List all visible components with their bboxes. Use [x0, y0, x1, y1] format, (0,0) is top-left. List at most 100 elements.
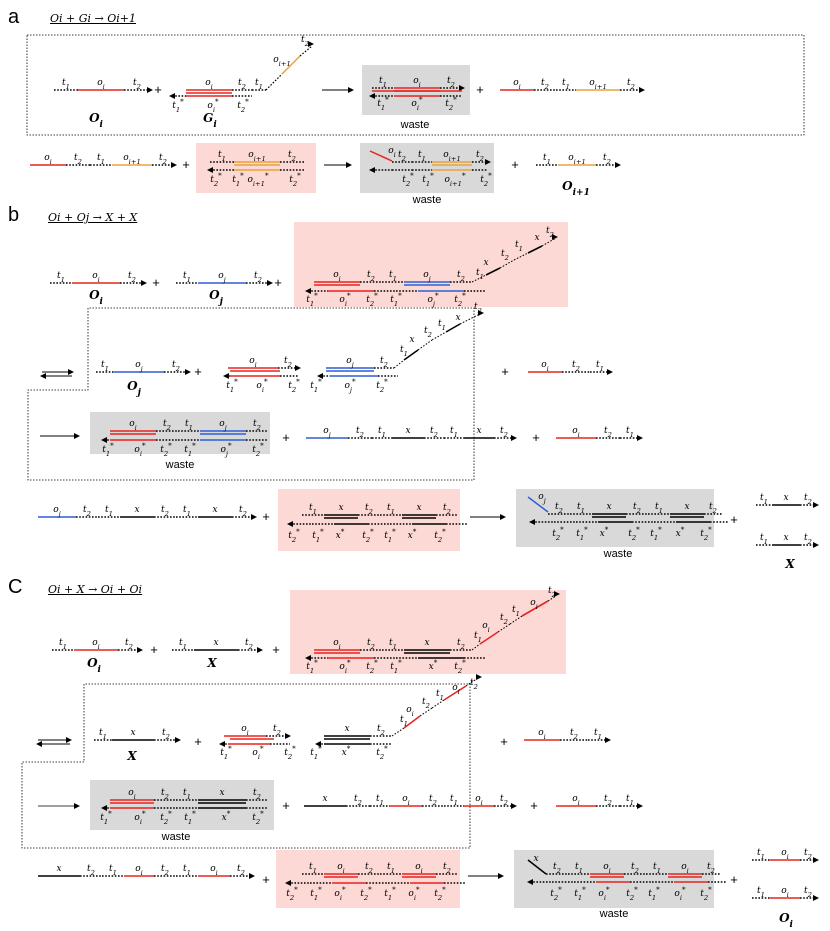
domain-label: X: [126, 749, 137, 763]
domain-label: t2: [288, 150, 296, 163]
arrowhead: [554, 591, 560, 597]
strand-segment: [419, 707, 433, 717]
domain-label: t1*: [390, 658, 402, 676]
domain-label: t2*: [454, 291, 466, 309]
panel-a-frame: [26, 34, 805, 136]
domain-label: oi*: [256, 377, 268, 395]
domain-label: t2*: [252, 809, 264, 827]
arrowhead: [36, 741, 42, 747]
arrowhead: [147, 87, 153, 93]
waste-box: [360, 143, 494, 193]
domain-label: x: [606, 502, 611, 512]
domain-label: t1: [594, 728, 602, 741]
domain-label: t2: [500, 613, 508, 626]
strand-domain: [369, 150, 393, 162]
domain-label: t2: [380, 356, 388, 369]
domain-label: X: [784, 557, 795, 571]
domain-label: t2: [74, 153, 82, 166]
domain-label: t1*: [184, 441, 196, 459]
domain-label: x*: [429, 658, 438, 673]
domain-label: t1: [183, 505, 191, 518]
domain-label: t2*: [552, 525, 564, 543]
domain-label: t1*: [384, 527, 396, 545]
waste-box: [90, 412, 270, 454]
strand-segment: [445, 323, 461, 333]
domain-label: oi+1: [248, 150, 266, 163]
domain-label: t2*: [252, 441, 264, 459]
arrowhead: [74, 803, 80, 809]
waste-label: waste: [400, 119, 430, 131]
domain-label: t2*: [434, 885, 446, 903]
arrowhead: [68, 369, 74, 375]
domain-label: t1*: [312, 527, 324, 545]
domain-label: oi: [413, 76, 421, 89]
domain-label: x: [338, 503, 343, 513]
plus-sign: +: [511, 157, 519, 172]
domain-label: oi: [241, 724, 249, 737]
domain-label: t1: [450, 794, 458, 807]
strand-segment: [479, 631, 499, 645]
strand-segment: [403, 349, 419, 361]
strand-segment: [527, 496, 549, 513]
domain-label: t2*: [288, 527, 300, 545]
domain-label: t2: [128, 271, 136, 284]
domain-label: oi+1*: [444, 171, 466, 189]
domain-label: t2: [627, 78, 635, 91]
domain-label: t1: [309, 503, 317, 516]
domain-label: t2: [301, 35, 309, 48]
domain-label: t1: [376, 794, 384, 807]
domain-label: t2*: [628, 525, 640, 543]
panel-c-frame: [21, 683, 471, 849]
domain-label: oi: [572, 426, 580, 439]
domain-label: x: [483, 258, 488, 268]
domain-label: oj*: [220, 441, 232, 459]
domain-label: t1: [760, 533, 768, 546]
strand-segment: [417, 339, 433, 351]
domain-label: x: [409, 335, 414, 345]
domain-label: t1: [218, 150, 226, 163]
domain-label: t2: [457, 638, 465, 651]
domain-label: t2: [284, 356, 292, 369]
domain-label: t1: [418, 150, 426, 163]
domain-label: t2*: [286, 885, 298, 903]
domain-label: t2*: [376, 744, 388, 762]
domain-label: t2*: [445, 95, 457, 113]
strand-segment: [443, 685, 467, 701]
plus-sign: +: [154, 82, 162, 97]
domain-label: t2: [430, 426, 438, 439]
domain-label: x: [455, 313, 460, 323]
domain-label: t1: [57, 271, 65, 284]
domain-label: t2: [447, 76, 455, 89]
domain-label: t1: [387, 503, 395, 516]
equation-b: Oi + Oj → X + X: [48, 211, 138, 224]
domain-label: oi: [513, 78, 521, 91]
strand-segment: [547, 595, 557, 602]
strand-segment: [541, 237, 557, 247]
domain-label: oi+1: [589, 78, 607, 91]
domain-label: t1: [596, 360, 604, 373]
domain-label: x*: [600, 525, 609, 540]
strand-domain: [281, 55, 301, 75]
domain-label: t2*: [700, 525, 712, 543]
domain-label: x: [134, 505, 139, 515]
domain-label: oi: [681, 862, 689, 875]
domain-label: t2: [603, 153, 611, 166]
arrowhead: [257, 647, 263, 653]
domain-label: t1: [626, 426, 634, 439]
domain-label: t2: [133, 78, 141, 91]
domain-label: oi: [128, 788, 136, 801]
domain-label: t2*: [288, 377, 300, 395]
plus-sign: +: [194, 734, 202, 749]
arrowhead: [476, 674, 482, 680]
domain-label: x*: [336, 527, 345, 542]
domain-label: t2: [238, 78, 246, 91]
strand-segment: [431, 699, 445, 709]
domain-label: t2: [443, 862, 451, 875]
panel-label-b: b: [8, 204, 20, 226]
domain-label: Oj: [127, 379, 141, 398]
domain-label: oi: [333, 638, 341, 651]
domain-label: x: [684, 502, 689, 512]
domain-label: t1*: [390, 291, 402, 309]
domain-label: oi*: [134, 441, 146, 459]
